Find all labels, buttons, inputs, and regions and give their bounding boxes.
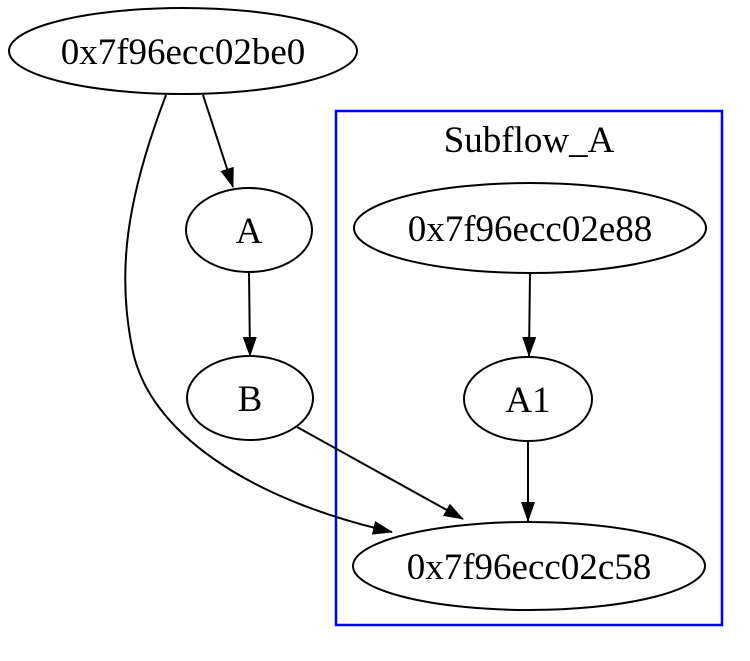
node-label-a: A [236, 211, 263, 252]
node-ellipse-c58 [352, 521, 706, 611]
node-label-a1: A1 [505, 380, 550, 421]
node-ellipse-be0 [8, 7, 358, 95]
node-be0: 0x7f96ecc02be0 [8, 7, 358, 95]
node-b: B [186, 355, 314, 441]
node-ellipse-a [185, 187, 313, 273]
node-label-b: B [238, 379, 263, 420]
node-e88: 0x7f96ecc02e88 [353, 182, 707, 274]
node-label-c58: 0x7f96ecc02c58 [407, 547, 652, 588]
edge-b-to-c58 [296, 426, 464, 520]
node-a1: A1 [463, 356, 593, 442]
cluster-subflow-a: Subflow_A [334, 109, 724, 627]
node-a: A [185, 187, 313, 273]
node-ellipse-a1 [463, 356, 593, 442]
edge-e88-to-a1 [522, 272, 537, 357]
edge-a-to-b [242, 271, 257, 357]
cluster-border [334, 109, 724, 627]
node-ellipse-b [186, 355, 314, 441]
node-c58: 0x7f96ecc02c58 [352, 521, 706, 611]
edge-layer [124, 94, 537, 535]
edge-be0-to-c58 [124, 94, 393, 535]
cluster-label: Subflow_A [444, 120, 615, 161]
node-label-e88: 0x7f96ecc02e88 [408, 209, 653, 250]
node-ellipse-e88 [353, 182, 707, 274]
node-label-be0: 0x7f96ecc02be0 [61, 32, 306, 73]
edge-be0-to-a [202, 94, 234, 188]
